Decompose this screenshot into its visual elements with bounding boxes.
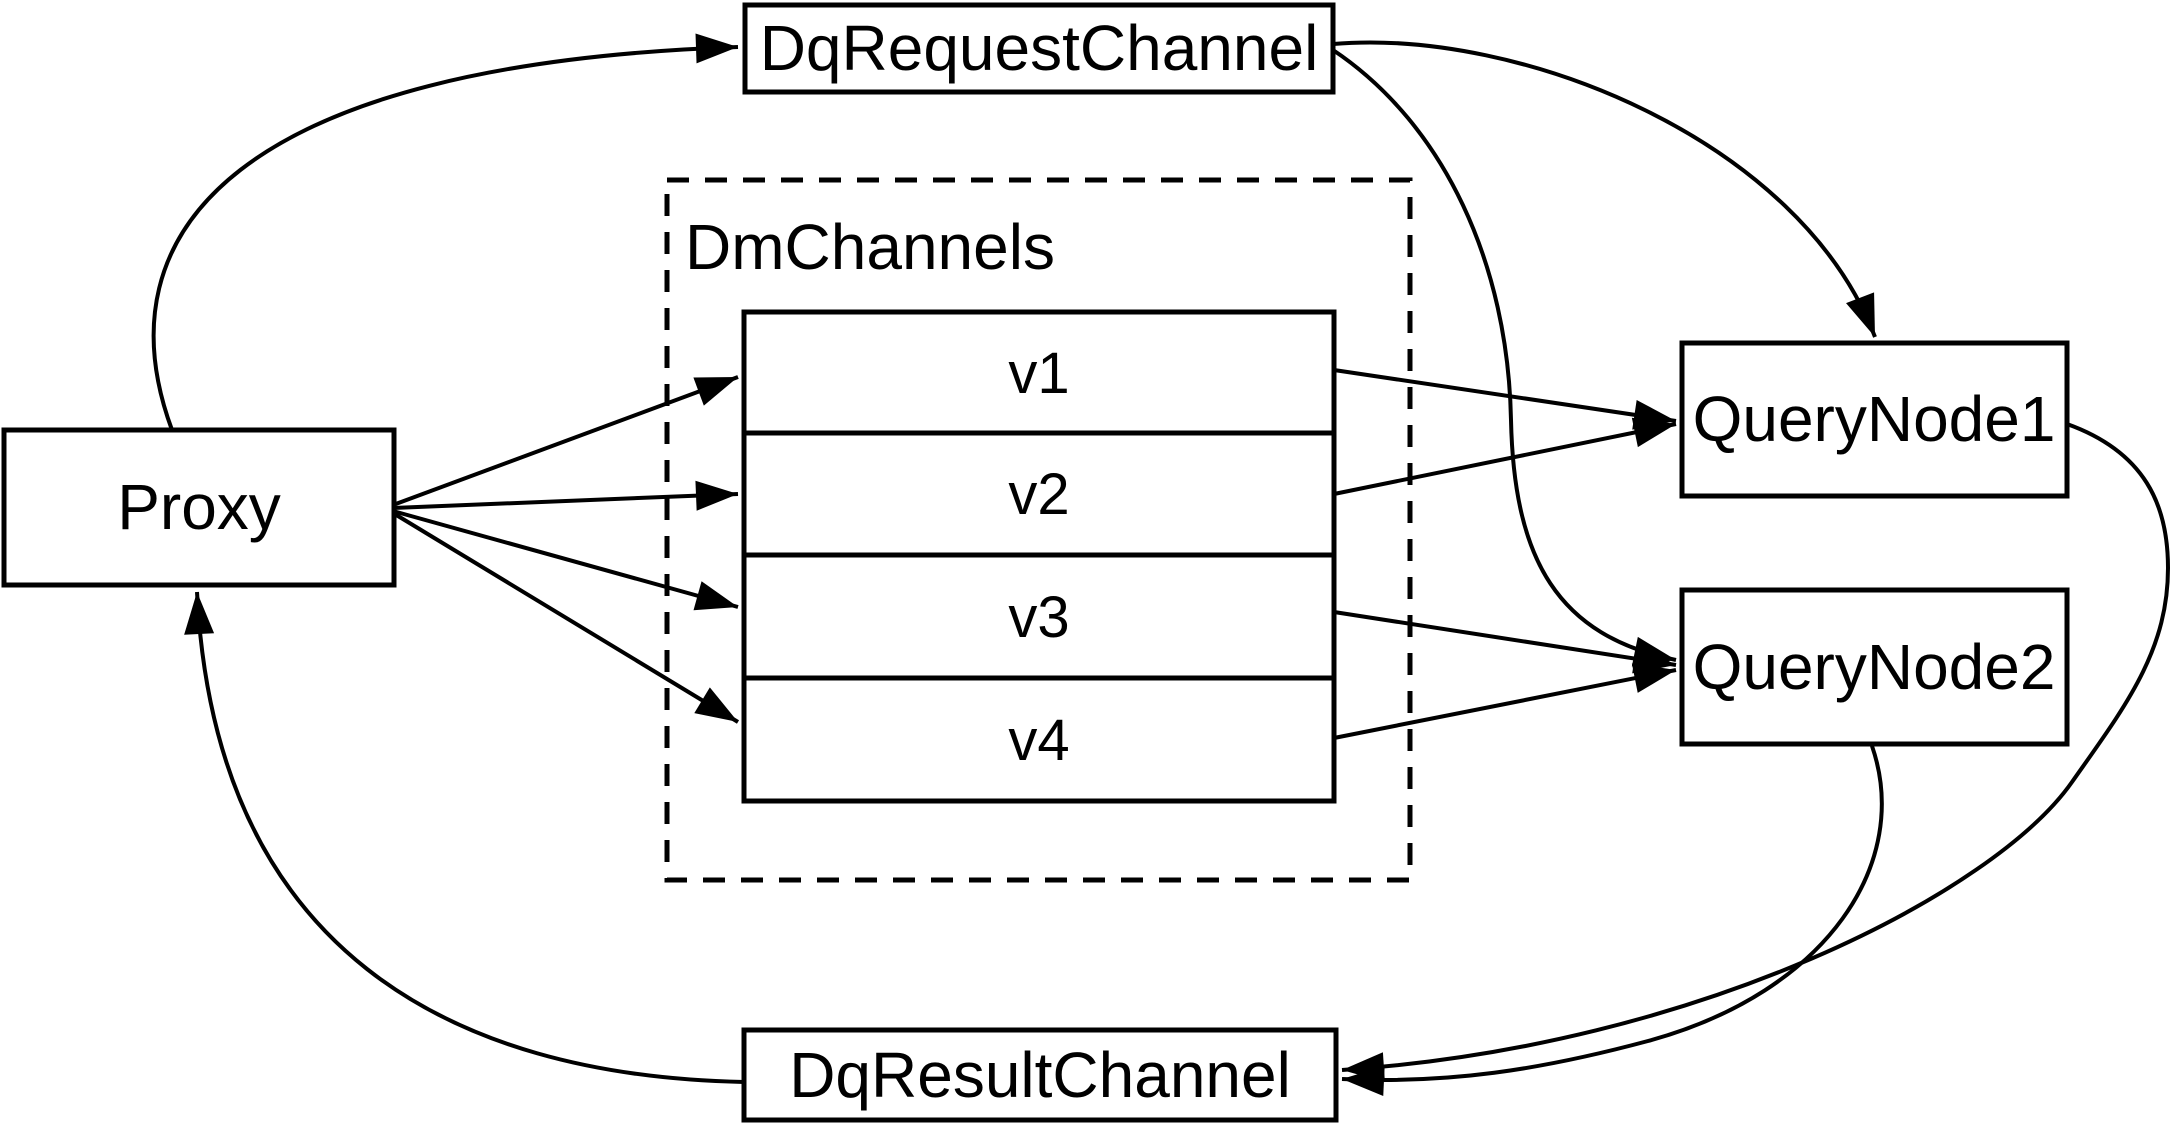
v4-label: v4 xyxy=(1008,708,1069,773)
edge-proxy-to-v3 xyxy=(392,509,739,611)
edge-v1-to-query-node-1 xyxy=(1333,368,1677,430)
edge-v4-to-query-node-2 xyxy=(1333,663,1677,740)
node-dq-result-channel: DqResultChannel xyxy=(741,1027,1339,1123)
query-node-2-box xyxy=(1679,587,2070,747)
v3-label: v3 xyxy=(1008,585,1069,650)
channel-stack: v1 v2 v3 v4 xyxy=(741,309,1337,804)
node-proxy: Proxy xyxy=(1,427,397,588)
dq-request-channel-box xyxy=(742,2,1336,95)
node-query-node-2: QueryNode2 xyxy=(1679,587,2070,747)
proxy-box xyxy=(1,427,397,588)
query-node-2-label: QueryNode2 xyxy=(1693,631,2056,703)
edge-dq-request-channel-to-query-node-1 xyxy=(1332,40,1877,338)
edge-proxy-to-v4 xyxy=(391,511,740,724)
dq-request-channel-label: DqRequestChannel xyxy=(760,12,1319,84)
node-query-node-1: QueryNode1 xyxy=(1679,340,2070,499)
v1-box xyxy=(741,309,1337,436)
v4-box xyxy=(741,675,1337,804)
edge-proxy-to-v2 xyxy=(392,480,739,511)
proxy-label: Proxy xyxy=(117,471,281,543)
edge-query-node-2-to-dq-result-channel xyxy=(1341,745,1884,1096)
edge-proxy-to-v1 xyxy=(392,375,739,507)
edge-dq-result-channel-to-proxy xyxy=(184,591,745,1084)
dm-channels-label: DmChannels xyxy=(685,211,1055,283)
group-dm-channels: DmChannels xyxy=(664,177,1413,883)
edge-v3-to-query-node-2 xyxy=(1333,610,1677,674)
edge-dq-request-channel-to-query-node-2 xyxy=(1331,48,1677,667)
channel-row-v4: v4 xyxy=(741,675,1337,804)
channel-row-v2: v2 xyxy=(741,430,1337,558)
query-node-1-label: QueryNode1 xyxy=(1693,383,2056,455)
v1-label: v1 xyxy=(1008,341,1069,406)
node-dq-request-channel: DqRequestChannel xyxy=(742,2,1336,95)
dq-result-channel-box xyxy=(741,1027,1339,1123)
edge-proxy-to-dq-request-channel xyxy=(151,33,739,431)
v2-label: v2 xyxy=(1008,462,1069,527)
channel-row-v3: v3 xyxy=(741,552,1337,681)
query-node-1-box xyxy=(1679,340,2070,499)
channel-row-v1: v1 xyxy=(741,309,1337,436)
edge-query-node-1-to-dq-result-channel xyxy=(1341,422,2171,1083)
edge-v2-to-query-node-1 xyxy=(1333,417,1677,496)
dq-result-channel-label: DqResultChannel xyxy=(789,1039,1291,1111)
